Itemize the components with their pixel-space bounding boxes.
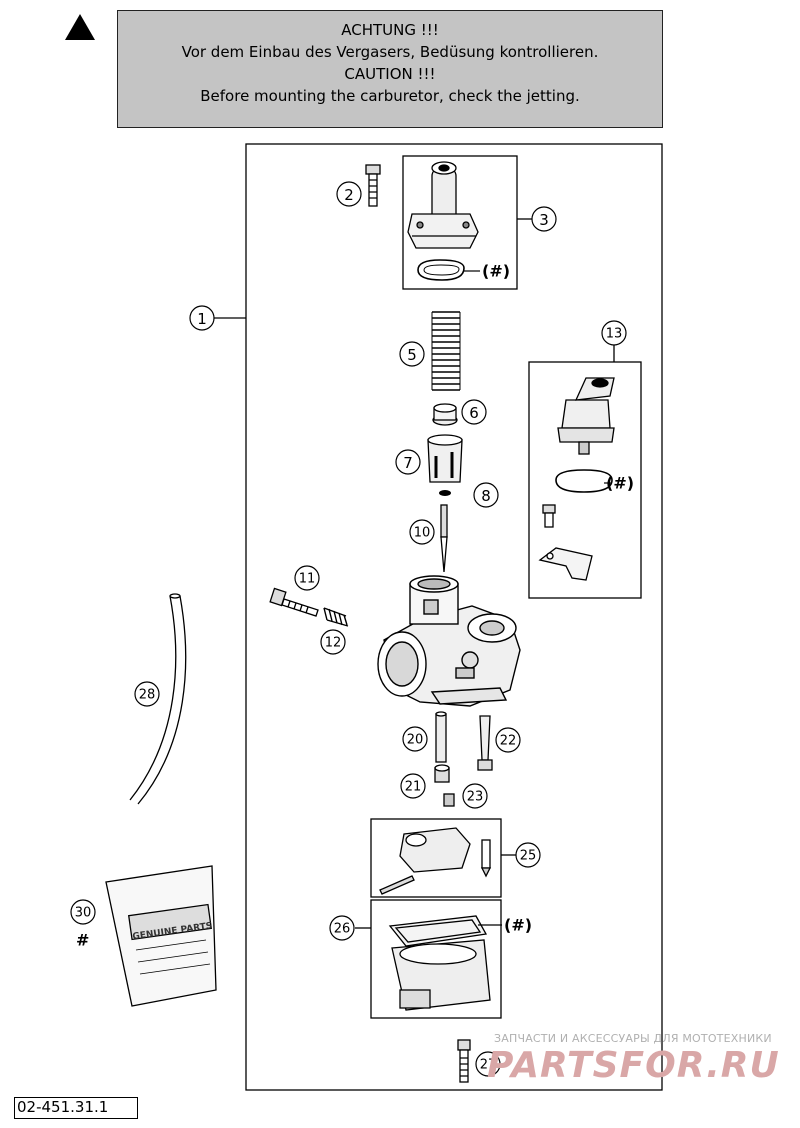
part-21-jet (434, 764, 450, 783)
callout-circle-13 (601, 320, 627, 346)
callout-circle-27 (475, 1051, 501, 1077)
callout-circle-23 (462, 783, 488, 809)
watermark-logo: PARTSFOR.RU (487, 1045, 780, 1086)
callout-circle-7 (395, 449, 421, 475)
callout-circle-3 (531, 206, 557, 232)
callout-circle-20 (402, 726, 428, 752)
part-10-needle (440, 504, 448, 573)
part-27-drain-screw (457, 1039, 471, 1083)
callout-circle-5 (399, 341, 425, 367)
callout-circle-1 (189, 305, 215, 331)
part-2-screw (365, 164, 381, 207)
callout-6: 6 (469, 404, 479, 422)
callout-circle-11 (294, 565, 320, 591)
diagram-part-code: 02-451.31.1 (14, 1097, 138, 1119)
callout-circle-21 (400, 773, 426, 799)
part-28-hose (129, 593, 187, 805)
callout-circle-25 (515, 842, 541, 868)
callout-5: 5 (407, 346, 417, 364)
callout-27: 27 (480, 1058, 497, 1073)
part-11-idle-screw (269, 587, 319, 617)
callout-circle-2 (336, 181, 362, 207)
callout-circle-22 (495, 727, 521, 753)
group-box-26 (370, 899, 502, 1019)
callout-23: 23 (467, 790, 484, 805)
caution-line-de-text: Vor dem Einbau des Vergasers, Bedüsung k… (181, 43, 599, 61)
callout-7: 7 (403, 454, 413, 472)
watermark-subtitle: ЗАПЧАСТИ И АКСЕССУАРЫ ДЛЯ МОТОТЕХНИКИ (494, 1032, 772, 1045)
part-5-spring (431, 311, 461, 391)
callout-26: 26 (334, 922, 351, 937)
callout-circle-10 (409, 519, 435, 545)
part-20-jet (435, 711, 447, 763)
caution-line-de-title: ACHTUNG !!! (341, 21, 439, 39)
callout-20: 20 (407, 733, 424, 748)
callout-8: 8 (481, 487, 491, 505)
callout-21: 21 (405, 780, 422, 795)
part-12-spring (323, 607, 349, 627)
part-7-slide (427, 434, 463, 483)
callout-13: 13 (606, 327, 623, 342)
callout-2: 2 (344, 186, 354, 204)
callout-28: 28 (139, 688, 156, 703)
group-box-3 (402, 155, 518, 290)
callout-circle-30 (70, 899, 96, 925)
hash-mark-13: (#) (606, 474, 634, 493)
callout-12: 12 (325, 636, 342, 651)
callout-11: 11 (299, 572, 316, 587)
carburetor-body (377, 575, 521, 707)
part-6-retainer (432, 403, 458, 426)
callout-25: 25 (520, 849, 537, 864)
caution-line-en-text: Before mounting the carburetor, check th… (200, 87, 580, 105)
part-13-choke-assembly (538, 377, 615, 581)
part-30-parts-bag (105, 865, 217, 1007)
group-box-13 (528, 361, 642, 599)
callout-circle-28 (134, 681, 160, 707)
part-8-clip (439, 490, 451, 496)
callout-3: 3 (539, 211, 549, 229)
part-22-jet (477, 715, 493, 771)
callout-30: 30 (75, 906, 92, 921)
callout-circle-26 (329, 915, 355, 941)
caution-notice: ACHTUNG !!! Vor dem Einbau des Vergasers… (117, 10, 663, 128)
hash-mark-3: (#) (482, 262, 510, 281)
hash-mark-30: # (76, 931, 89, 950)
caution-line-en-title: CAUTION !!! (344, 65, 436, 83)
part-26-float-bowl (388, 915, 491, 1011)
group-box-25 (370, 818, 502, 898)
callout-circle-12 (320, 629, 346, 655)
warning-triangle-icon (65, 14, 95, 40)
part-3-carb-top (407, 161, 479, 281)
callout-circle-8 (473, 482, 499, 508)
callout-22: 22 (500, 734, 517, 749)
callout-circle-6 (461, 399, 487, 425)
part-23-jet (443, 793, 455, 807)
assembly-frame (245, 143, 663, 1091)
part-25-float (379, 827, 492, 895)
callout-10: 10 (414, 526, 431, 541)
hash-mark-26: (#) (504, 916, 532, 935)
callout-1: 1 (197, 310, 207, 328)
